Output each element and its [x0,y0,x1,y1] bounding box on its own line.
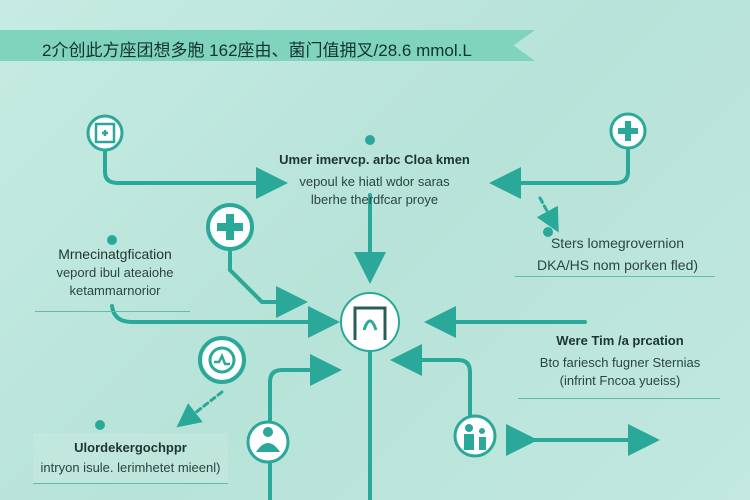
connector-left-to-center [110,304,340,338]
first-aid-icon [206,203,254,251]
connector-plus-to-center [228,248,308,318]
block-line: vepord ibul ateaiohe [56,265,174,280]
medical-cross-icon [609,112,647,150]
family-icon [453,414,497,458]
block-line: ketammarnorior [69,283,161,298]
block-heading: Mrnecinatgfication [58,246,172,262]
text-block-left: Mrnecinatgfication vepord ibul ateaiohe … [35,246,195,300]
text-block-right-bottom: Were Tim /a prcation Bto fariesch fugner… [515,333,725,390]
text-box-bottom-left [33,433,228,484]
block-line: Sters lomegrovernion [550,235,685,251]
divider [35,311,190,312]
block-line: intryon isule. lerimhetet mieenl) [40,460,221,475]
monitor-icon [198,336,246,384]
text-block-bottom-left: Ulordekergochppr intryon isule. lerimhet… [33,440,228,477]
divider [515,276,715,277]
text-block-right-top: Sters lomegrovernion DKA/HS nom porken f… [510,232,725,276]
connector-top-left [103,150,288,199]
hospital-icon [86,114,124,152]
block-line: (infrint Fncoa yueiss) [559,373,681,388]
block-heading: Were Tim /a prcation [556,333,684,348]
block-heading: Ulordekergochppr [74,440,187,455]
title-banner: 2介创此方座团想多胞 162座由、菌门值拥叉/28.6 mmol.L [0,30,535,61]
text-block-top-center: Umer imervcp. arbc Cloa kmen vepoul ke h… [262,152,487,209]
divider [518,398,720,399]
doctor-patient-icon [246,420,290,464]
block-line: Bto fariesch fugner Sternias [539,355,701,370]
block-line: DKA/HS nom porken fled) [536,257,699,273]
central-patient-icon [340,292,400,352]
banner-title: 2介创此方座团想多胞 162座由、菌门值拥叉/28.6 mmol.L [42,41,472,60]
connector-bottom-left [268,354,342,500]
connector-lower-right [390,344,472,422]
connector-dashed-left [176,390,224,428]
block-heading: Umer imervcp. arbc Cloa kmen [279,152,470,167]
connector-dashed-right [536,196,559,233]
block-line: lberhe therdfcar proye [310,192,439,207]
connector-top-right [489,148,630,199]
block-line: vepoul ke hiatl wdor saras [299,174,450,189]
